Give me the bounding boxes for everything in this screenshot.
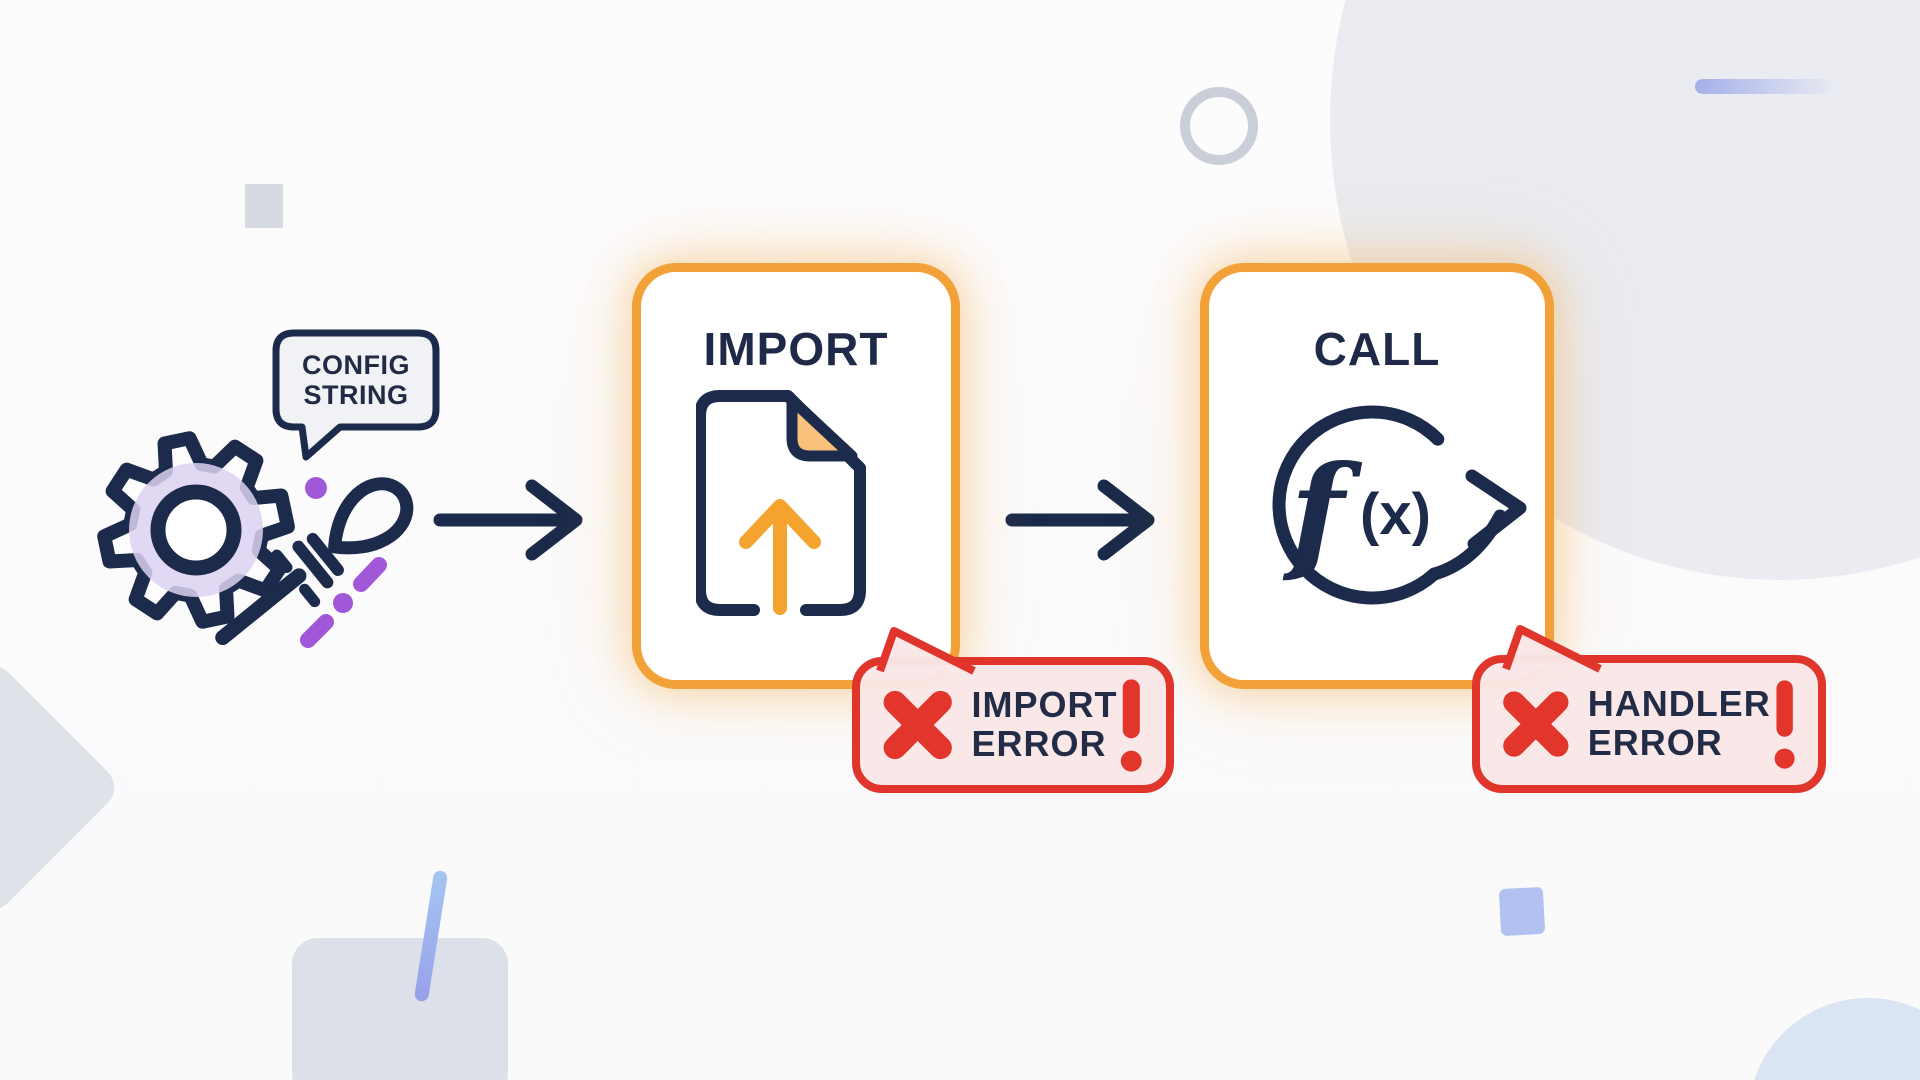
exclamation-icon	[1774, 680, 1795, 769]
exclamation-icon	[1121, 679, 1143, 772]
import-title: IMPORT	[703, 323, 889, 375]
function-icon: f (x)	[1272, 405, 1527, 605]
flow-arrow-2	[1005, 479, 1155, 561]
bg-rounded-square	[292, 938, 508, 1080]
gear-halo	[129, 463, 263, 597]
import-stage-card: IMPORT	[632, 263, 960, 689]
page-fold	[786, 394, 858, 462]
config-string-bubble: CONFIG STRING	[276, 333, 436, 427]
bg-dash	[1695, 79, 1831, 94]
bg-square-top-left	[245, 184, 283, 228]
gear-icon	[97, 431, 295, 629]
sparkle-dashes	[300, 477, 387, 648]
upload-arrow-icon	[739, 499, 821, 615]
file-upload-icon	[696, 390, 866, 616]
handler-error-label: HANDLER ERROR	[1587, 683, 1771, 763]
badge-tail	[876, 627, 976, 675]
call-title: CALL	[1313, 323, 1441, 375]
speech-bubble	[272, 329, 440, 461]
bg-ring-icon	[1180, 87, 1258, 165]
badge-tail	[1502, 625, 1602, 673]
x-mark-icon	[1503, 691, 1569, 757]
f-glyph: f	[1282, 438, 1363, 586]
import-error-label: IMPORT ERROR	[971, 684, 1118, 764]
config-line-2: STRING	[303, 380, 409, 410]
error-line-2: ERROR	[971, 723, 1107, 764]
x-mark-icon	[883, 690, 952, 760]
error-line-1: IMPORT	[971, 684, 1118, 726]
call-stage-card: CALL f (x)	[1200, 263, 1554, 689]
error-line-1: HANDLER	[1587, 683, 1771, 725]
handler-error-badge: HANDLER ERROR	[1472, 625, 1826, 793]
x-glyph: (x)	[1360, 482, 1431, 547]
import-error-badge: IMPORT ERROR	[852, 627, 1174, 793]
config-line-1: CONFIG	[302, 349, 410, 380]
error-line-2: ERROR	[1587, 722, 1723, 763]
whisk-icon	[215, 477, 414, 646]
flow-arrow-1	[433, 479, 583, 561]
